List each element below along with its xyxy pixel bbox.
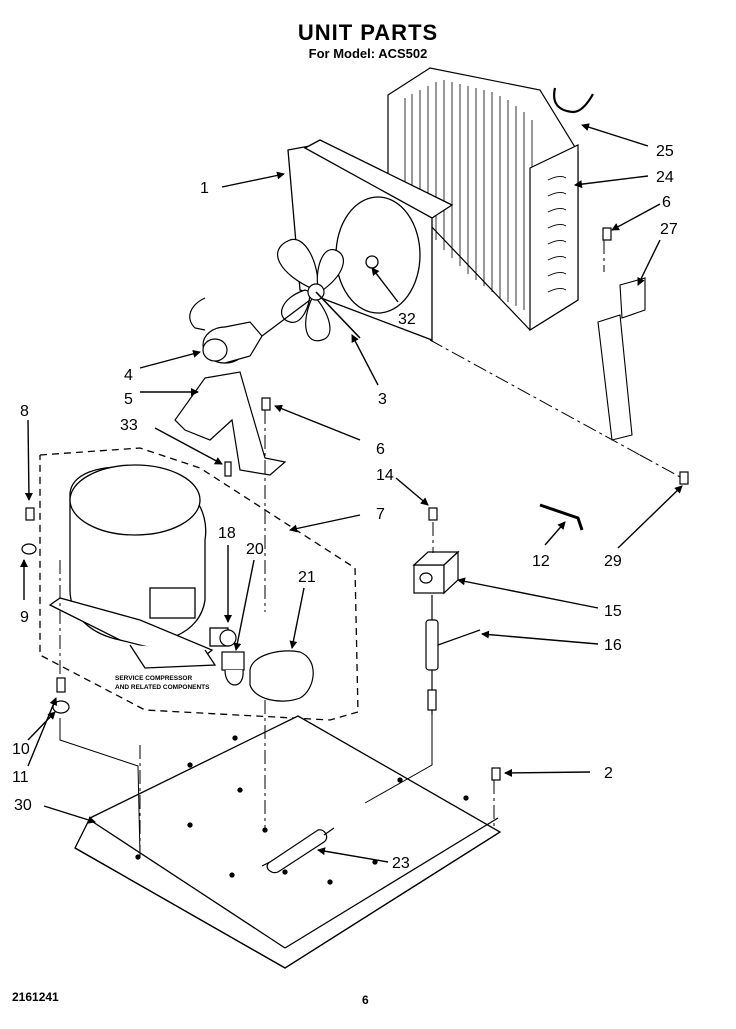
callout-labels: 1 2 3 4 5 6 6 7 8 9 10 11 12 14 15 16 18… <box>12 143 678 872</box>
callout-2: 2 <box>604 765 613 782</box>
fan-blade-icon <box>277 238 361 342</box>
callout-7: 7 <box>376 506 385 523</box>
callout-10: 10 <box>12 741 30 758</box>
base-pan-icon <box>74 715 502 969</box>
callout-15: 15 <box>604 603 622 620</box>
callout-33: 33 <box>120 417 138 434</box>
callout-3: 3 <box>378 391 387 408</box>
callout-12: 12 <box>532 553 550 570</box>
l-tube-icon <box>539 503 584 531</box>
callout-6-bracket: 6 <box>376 441 385 458</box>
compressor-icon <box>48 464 229 669</box>
callout-14: 14 <box>376 467 394 484</box>
screw-icon <box>21 227 689 781</box>
motor-bracket-icon <box>174 371 287 476</box>
alignment-lines <box>59 240 683 856</box>
fan-shroud-icon <box>287 139 454 341</box>
callout-30: 30 <box>14 797 32 814</box>
callout-11: 11 <box>12 769 29 786</box>
service-note-line1: SERVICE COMPRESSOR <box>115 675 192 682</box>
capillary-tube-icon <box>553 87 594 114</box>
document-number: 2161241 <box>12 990 59 1004</box>
callout-23: 23 <box>392 855 410 872</box>
overload-protector-icon <box>219 629 245 686</box>
terminal-cover-icon <box>249 650 314 702</box>
callout-21: 21 <box>298 569 316 586</box>
model-subtitle: For Model: ACS502 <box>308 46 428 61</box>
tube-line <box>59 715 433 857</box>
service-compressor-boundary <box>39 447 359 721</box>
refrigerant-tube-icon <box>425 595 481 715</box>
filter-drier-icon <box>261 827 335 874</box>
page-title: UNIT PARTS <box>297 20 439 45</box>
callout-24: 24 <box>656 169 674 186</box>
condenser-coil-icon <box>387 67 579 332</box>
callout-18: 18 <box>218 525 236 542</box>
callout-9: 9 <box>20 609 29 626</box>
callout-16: 16 <box>604 637 622 654</box>
callout-20: 20 <box>246 541 264 558</box>
service-note-line2: AND RELATED COMPONENTS <box>115 684 210 691</box>
callout-32: 32 <box>398 311 416 328</box>
callout-4: 4 <box>124 367 133 384</box>
callout-27: 27 <box>660 221 678 238</box>
callout-6-top: 6 <box>662 194 671 211</box>
solenoid-valve-icon <box>412 550 460 595</box>
fan-motor-icon <box>189 297 311 364</box>
callout-1: 1 <box>200 180 209 197</box>
callout-29: 29 <box>604 553 622 570</box>
callout-5: 5 <box>124 391 133 408</box>
callout-8: 8 <box>20 403 29 420</box>
mounting-bracket-icon <box>597 277 646 441</box>
leader-arrows <box>20 123 683 863</box>
page-number: 6 <box>362 993 369 1007</box>
callout-25: 25 <box>656 143 674 160</box>
